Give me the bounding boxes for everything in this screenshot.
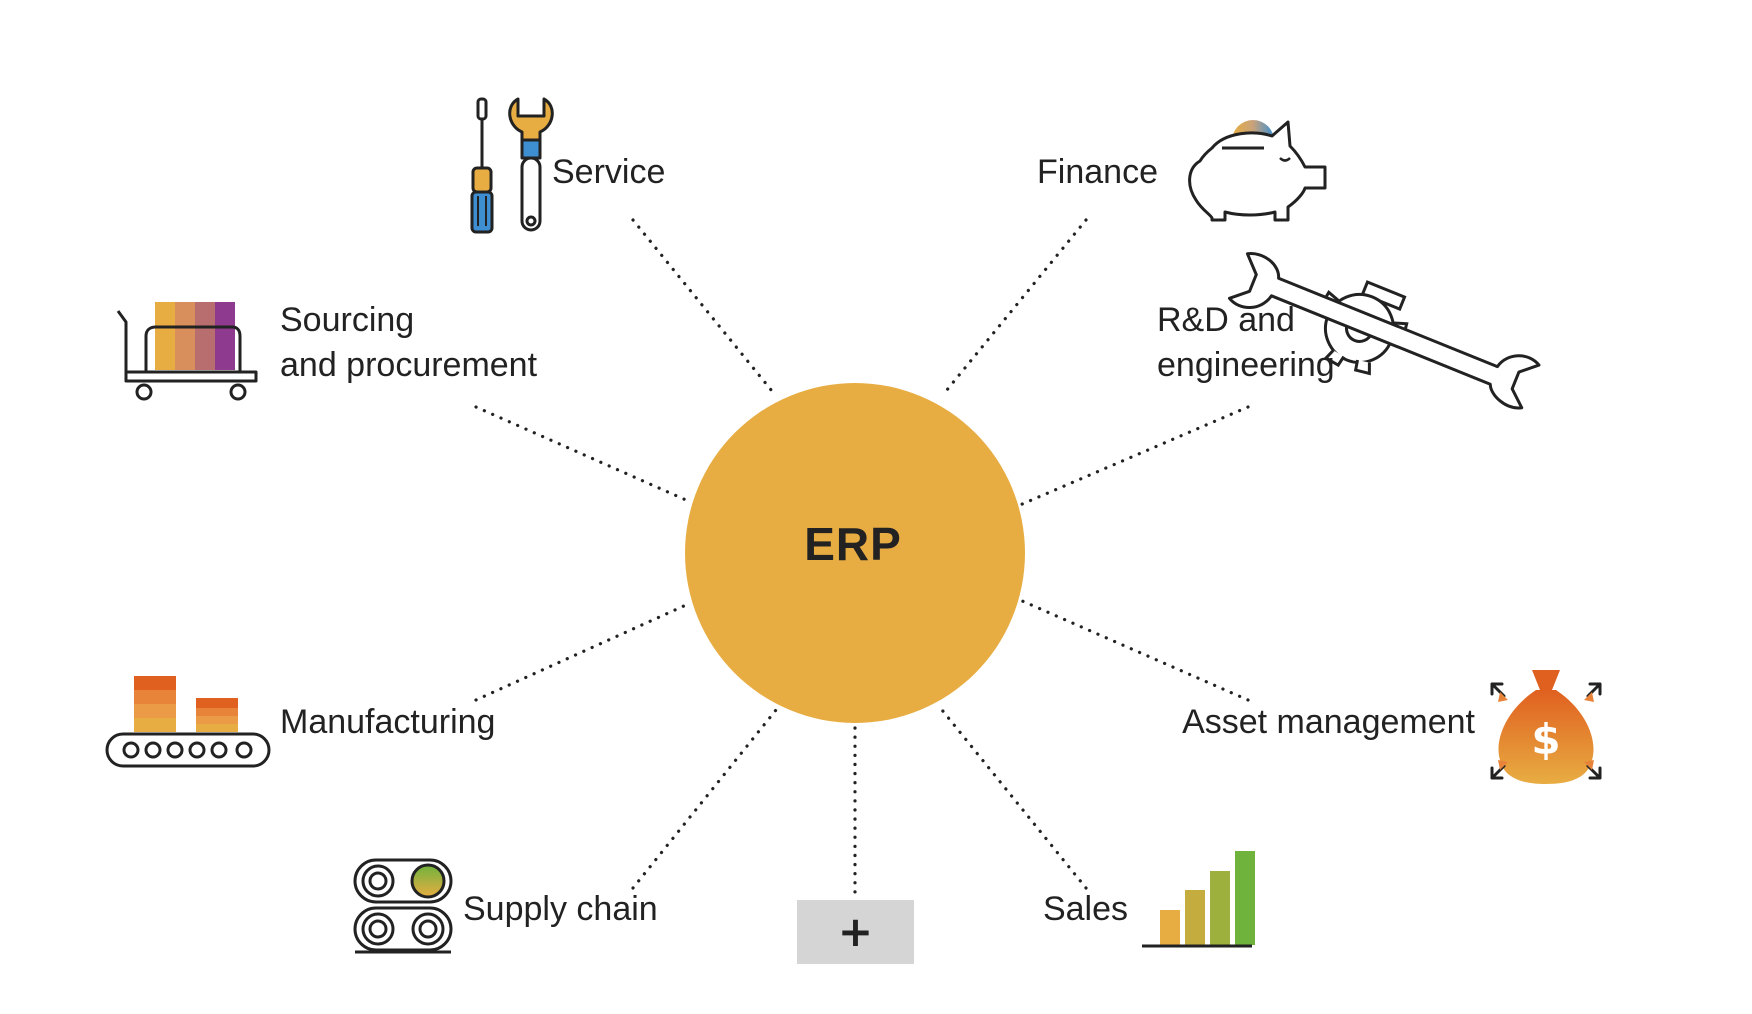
- connector-sales: [940, 708, 1088, 890]
- erp-center-label: ERP: [804, 518, 902, 570]
- dollar-sign-icon: $: [1531, 715, 1560, 764]
- supply-rolls-icon: [353, 858, 453, 954]
- module-finance-label: Finance: [1037, 153, 1158, 191]
- piggy-bank-icon: [1188, 120, 1327, 222]
- add-module-button[interactable]: +: [797, 900, 914, 964]
- module-manufacturing-label: Manufacturing: [280, 703, 496, 741]
- module-sales-label: Sales: [1042, 890, 1128, 928]
- module-sourcing-line-1: Sourcing: [280, 301, 415, 339]
- module-sourcing-line-2: and procurement: [280, 346, 538, 384]
- module-asset-management-label: Asset management: [1182, 703, 1475, 741]
- module-rnd-label: R&D and engineering: [1157, 298, 1335, 388]
- module-supply-chain-label: Supply chain: [463, 890, 658, 928]
- money-bag-icon: $: [1490, 670, 1602, 784]
- erp-circle: [685, 383, 1025, 723]
- module-sourcing-label: Sourcing and procurement: [280, 298, 537, 388]
- module-rnd-line-2: engineering: [1157, 346, 1335, 384]
- cart-icon: [116, 302, 258, 401]
- connector-rnd: [1018, 405, 1250, 507]
- connector-asset: [1018, 598, 1250, 702]
- gear-wrench-icon: [1227, 252, 1541, 410]
- connector-sourcing: [474, 405, 688, 502]
- module-service-label: Service: [552, 153, 666, 191]
- conveyor-icon: [105, 676, 271, 768]
- connector-finance: [940, 218, 1088, 398]
- module-rnd-line-1: R&D and: [1157, 301, 1295, 339]
- connector-lines: [474, 218, 1250, 895]
- connector-supply: [631, 708, 778, 890]
- connector-service: [631, 218, 778, 398]
- tools-icon: [470, 97, 554, 234]
- bar-chart-icon: [1142, 851, 1255, 948]
- connector-manufacturing: [474, 603, 688, 702]
